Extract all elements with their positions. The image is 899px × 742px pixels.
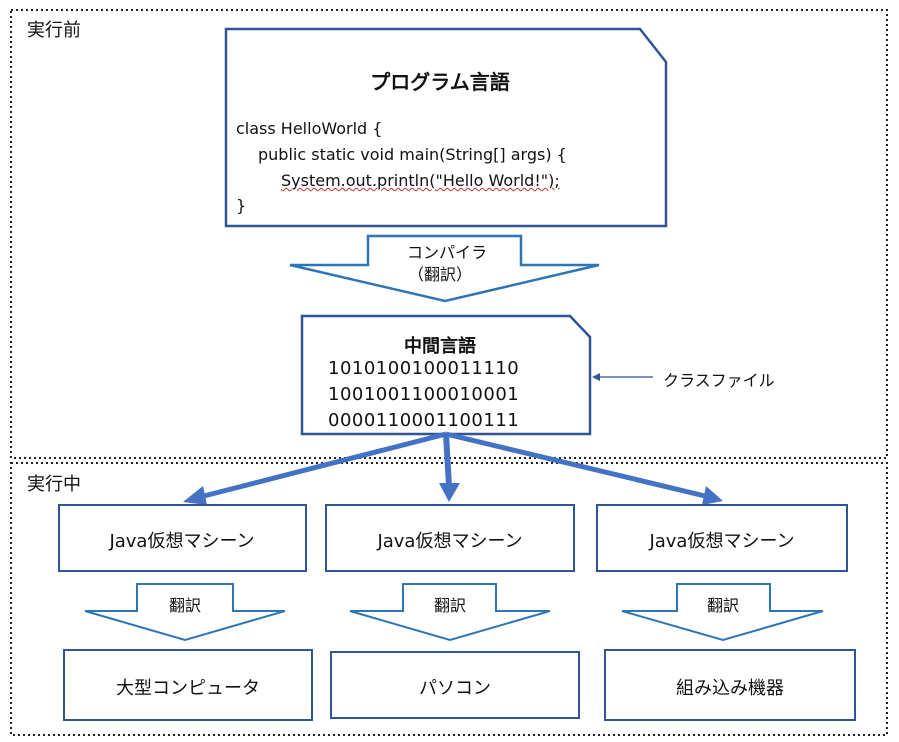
- target-box-3: [604, 649, 856, 721]
- class-file-annotation: クラスファイル: [663, 371, 775, 390]
- vm-box-3: [596, 504, 848, 572]
- target-label-2: パソコン: [419, 678, 491, 699]
- during-section-label: 実行中: [27, 474, 81, 495]
- fanout-arrow-center-head: [439, 483, 460, 502]
- target-label-3: 組み込み機器: [676, 678, 784, 699]
- program-title: プログラム言語: [370, 70, 510, 94]
- binary-line-2: 1001001100010001: [328, 384, 520, 405]
- target-box-2: [330, 651, 580, 719]
- translate-arrow-3: [621, 583, 824, 642]
- code-line-3: System.out.println("Hello World!");: [281, 171, 560, 190]
- vm-box-2: [325, 504, 575, 572]
- intermediate-title: 中間言語: [404, 336, 476, 357]
- intermediate-box: [300, 314, 592, 436]
- compiler-translate-label: （翻訳）: [407, 265, 473, 284]
- fanout-arrow-left-head: [183, 486, 207, 505]
- translate-arrow-2: [349, 583, 551, 642]
- translate-arrow-1: [84, 583, 286, 642]
- binary-line-1: 1010100100011110: [328, 358, 520, 379]
- fanout-arrow-center-line: [443, 433, 452, 487]
- code-line-2: public static void main(String[] args) {: [258, 145, 567, 164]
- fanout-arrow-right-line: [445, 431, 706, 499]
- compiler-arrow: [289, 234, 600, 303]
- program-box: [224, 27, 668, 228]
- vm-label-2: Java仮想マシーン: [377, 531, 523, 552]
- vm-label-3: Java仮想マシーン: [649, 531, 795, 552]
- code-line-1: class HelloWorld {: [236, 119, 383, 138]
- code-line-4: }: [236, 196, 247, 215]
- vm-label-1: Java仮想マシーン: [109, 531, 255, 552]
- fanout-arrow-left-line: [199, 431, 447, 500]
- compiler-label: コンパイラ: [406, 243, 488, 262]
- translate-label-2: 翻訳: [433, 596, 467, 615]
- binary-line-3: 0000110001100111: [328, 410, 520, 431]
- translate-label-3: 翻訳: [706, 596, 740, 615]
- target-label-1: 大型コンピュータ: [116, 678, 260, 699]
- fanout-arrow-right-head: [702, 486, 723, 505]
- vm-box-1: [58, 504, 307, 572]
- annotation-arrow-head: [592, 373, 600, 381]
- translate-label-1: 翻訳: [168, 596, 202, 615]
- during-section-frame: [10, 462, 888, 736]
- before-section-label: 実行前: [27, 20, 81, 41]
- target-box-1: [63, 649, 313, 721]
